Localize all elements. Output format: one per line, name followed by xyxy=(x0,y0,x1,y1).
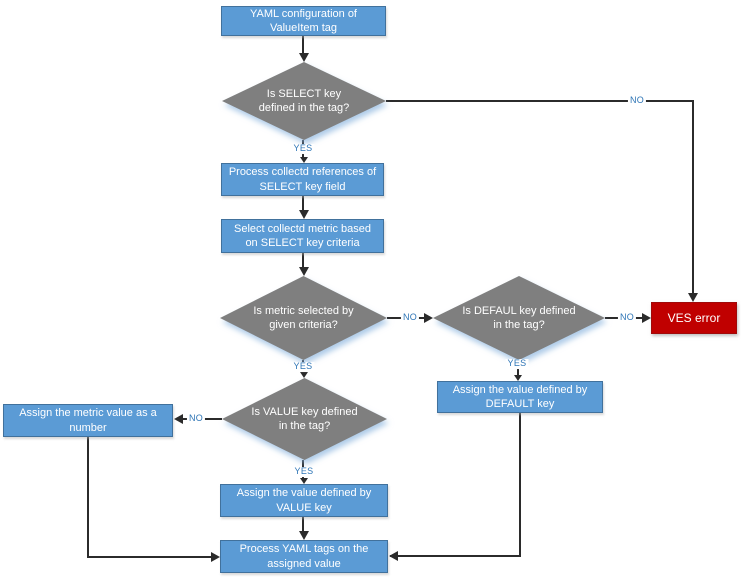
arrowhead-metric-no xyxy=(424,313,433,323)
node-process-yaml-tags-label: Process YAML tags on the assigned value xyxy=(239,543,369,570)
node-select-collectd-metric: Select collectd metric based on SELECT k… xyxy=(221,219,384,253)
edge-select-no-horizontal-line xyxy=(386,100,694,102)
decision-select-key: Is SELECT key defined in the tag? xyxy=(222,62,386,140)
node-assign-value-key-label: Assign the value defined by VALUE key xyxy=(236,487,372,514)
edge-label-value-yes: YES xyxy=(292,466,316,477)
edge-label-default-yes: YES xyxy=(505,358,529,369)
decision-default-key-shape: Is DEFAUL key defined in the tag? xyxy=(433,276,605,360)
edge-label-select-no: NO xyxy=(627,95,647,106)
decision-value-key-label: Is VALUE key defined in the tag? xyxy=(251,405,358,432)
edge-references-to-selectmetric-line xyxy=(302,196,304,212)
edge-start-to-select-line xyxy=(302,35,304,55)
arrowhead-value-yes xyxy=(300,478,308,484)
edge-default-to-yaml-vertical-line xyxy=(519,413,521,557)
node-process-yaml-tags: Process YAML tags on the assigned value xyxy=(220,540,388,573)
arrowhead-metric-yes xyxy=(300,372,308,378)
arrowhead-default-yes xyxy=(514,375,522,381)
arrowhead-default-to-yaml xyxy=(389,551,398,561)
decision-default-key-label: Is DEFAUL key defined in the tag? xyxy=(462,304,576,331)
edge-label-metric-no: NO xyxy=(400,312,420,323)
node-start-label: YAML configuration of ValueItem tag xyxy=(249,7,357,34)
arrowhead-default-no xyxy=(642,313,651,323)
decision-value-key-shape: Is VALUE key defined in the tag? xyxy=(222,378,387,460)
node-start: YAML configuration of ValueItem tag xyxy=(221,6,386,36)
decision-select-key-shape: Is SELECT key defined in the tag? xyxy=(222,62,386,140)
arrowhead-references-to-selectmetric xyxy=(299,210,309,219)
arrowhead-number-to-yaml xyxy=(211,552,220,562)
arrowhead-select-no-to-error xyxy=(688,293,698,302)
node-process-collectd-references-label: Process collectd references of SELECT ke… xyxy=(228,166,377,193)
edge-default-to-yaml-horizontal-line xyxy=(390,555,521,557)
node-ves-error: VES error xyxy=(651,302,737,334)
edge-label-default-no: NO xyxy=(617,312,637,323)
node-ves-error-label: VES error xyxy=(667,311,721,325)
node-process-collectd-references: Process collectd references of SELECT ke… xyxy=(221,163,384,196)
edge-number-to-yaml-vertical-line xyxy=(87,437,89,558)
edge-valuekey-to-yaml-line xyxy=(302,517,304,533)
decision-value-key: Is VALUE key defined in the tag? xyxy=(222,378,387,460)
decision-select-key-label: Is SELECT key defined in the tag? xyxy=(258,87,350,114)
node-assign-value-key: Assign the value defined by VALUE key xyxy=(220,484,388,517)
node-select-collectd-metric-label: Select collectd metric based on SELECT k… xyxy=(234,222,371,249)
edge-number-to-yaml-horizontal-line xyxy=(87,556,213,558)
edge-label-metric-yes: YES xyxy=(291,361,315,372)
arrowhead-value-no xyxy=(174,414,183,424)
edge-label-value-no: NO xyxy=(186,413,206,424)
edge-selectmetric-to-metric-line xyxy=(302,253,304,269)
arrowhead-valuekey-to-yaml xyxy=(299,531,309,540)
decision-metric-selected-label: Is metric selected by given criteria? xyxy=(253,304,354,331)
arrowhead-select-yes xyxy=(300,157,308,163)
arrowhead-selectmetric-to-metric xyxy=(299,267,309,276)
edge-label-select-yes: YES xyxy=(291,143,315,154)
node-assign-default-key-label: Assign the value defined by DEFAULT key xyxy=(452,383,588,410)
node-assign-metric-number-label: Assign the metric value as a number xyxy=(19,407,157,434)
node-assign-default-key: Assign the value defined by DEFAULT key xyxy=(437,381,603,413)
decision-metric-selected-shape: Is metric selected by given criteria? xyxy=(220,276,387,360)
node-assign-metric-number: Assign the metric value as a number xyxy=(3,404,173,437)
arrowhead-start-to-select xyxy=(299,53,309,62)
decision-default-key: Is DEFAUL key defined in the tag? xyxy=(433,276,605,360)
decision-metric-selected: Is metric selected by given criteria? xyxy=(220,276,387,360)
edge-select-no-vertical-line xyxy=(692,100,694,295)
